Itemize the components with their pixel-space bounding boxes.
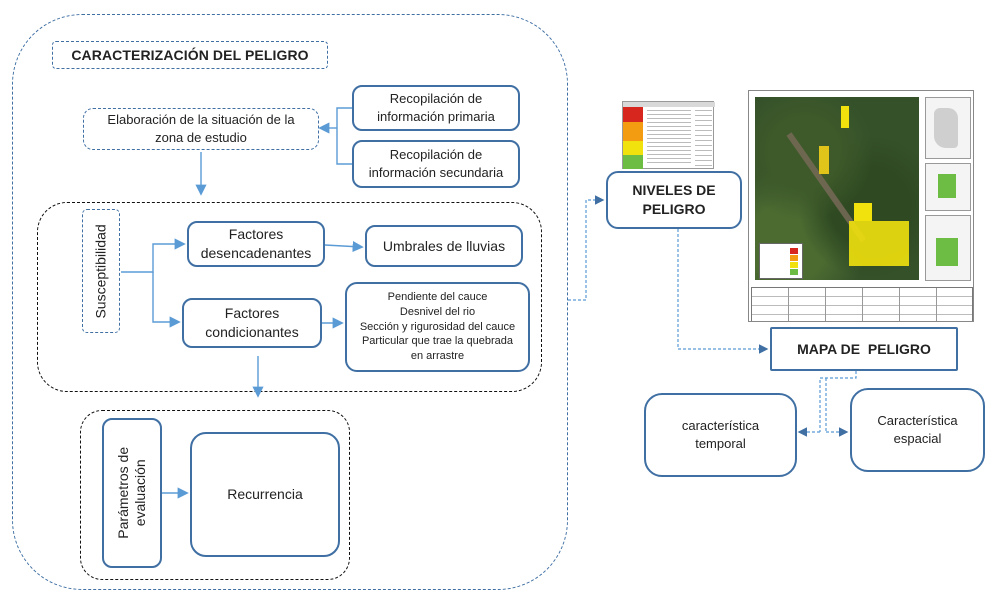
info-secundaria-box: Recopilación de información secundaria <box>352 140 520 188</box>
section-title: CARACTERIZACIÓN DEL PELIGRO <box>52 41 328 69</box>
factores-condicionantes-label: Factores condicionantes <box>205 305 299 340</box>
umbrales-label: Umbrales de lluvias <box>382 237 506 254</box>
info-secundaria-label: Recopilación de información secundaria <box>368 147 504 180</box>
susceptibilidad-group <box>37 202 542 392</box>
info-primaria-label: Recopilación de información primaria <box>377 91 495 124</box>
susceptibilidad-box: Susceptibilidad <box>82 209 120 333</box>
level-high-swatch <box>623 122 643 141</box>
mapa-thumbnail <box>748 90 974 322</box>
parametros-group <box>80 410 350 580</box>
recurrencia-label: Recurrencia <box>227 486 303 503</box>
condicionantes-list-box: Pendiente del cauce Desnivel del rio Sec… <box>345 282 530 372</box>
condicionante-item: Pendiente del cauce <box>387 291 488 304</box>
map-title-block <box>751 287 973 321</box>
hazard-zone <box>854 203 872 221</box>
caracteristica-espacial-box: Característica espacial <box>850 388 985 472</box>
caracteristica-temporal-label: característica temporal <box>681 418 760 451</box>
inset-map <box>925 97 971 159</box>
mapa-peligro-label: MAPA DE PELIGRO <box>797 340 931 357</box>
umbrales-box: Umbrales de lluvias <box>365 225 523 267</box>
niveles-peligro-box: NIVELES DE PELIGRO <box>606 171 742 229</box>
info-primaria-box: Recopilación de información primaria <box>352 85 520 131</box>
level-low-swatch <box>623 155 643 169</box>
map-legend <box>759 243 803 279</box>
parametros-box: Parámetros de evaluación <box>102 418 162 568</box>
hazard-zone <box>841 106 849 128</box>
caracteristica-espacial-label: Característica espacial <box>877 413 958 446</box>
hazard-zone <box>849 221 909 266</box>
mapa-peligro-box: MAPA DE PELIGRO <box>770 327 958 371</box>
elaboracion-label: Elaboración de la situación de la zona d… <box>107 112 295 145</box>
factores-desencadenantes-box: Factores desencadenantes <box>187 221 325 267</box>
condicionante-item: Particular que trae la quebrada en arras… <box>361 335 514 362</box>
inset-map <box>925 215 971 281</box>
niveles-peligro-label: NIVELES DE PELIGRO <box>632 182 716 217</box>
niveles-table-thumbnail <box>622 101 715 169</box>
condicionante-item: Desnivel del rio <box>399 306 476 319</box>
elaboracion-box: Elaboración de la situación de la zona d… <box>83 108 319 150</box>
recurrencia-box: Recurrencia <box>190 432 340 557</box>
level-medium-swatch <box>623 141 643 155</box>
caracteristica-temporal-box: característica temporal <box>644 393 797 477</box>
factores-desencadenantes-label: Factores desencadenantes <box>200 226 312 261</box>
factores-condicionantes-box: Factores condicionantes <box>182 298 322 348</box>
hazard-zone <box>819 146 829 174</box>
level-very-high-swatch <box>623 107 643 122</box>
condicionante-item: Sección y rigurosidad del cauce <box>359 320 516 333</box>
inset-map <box>925 163 971 211</box>
